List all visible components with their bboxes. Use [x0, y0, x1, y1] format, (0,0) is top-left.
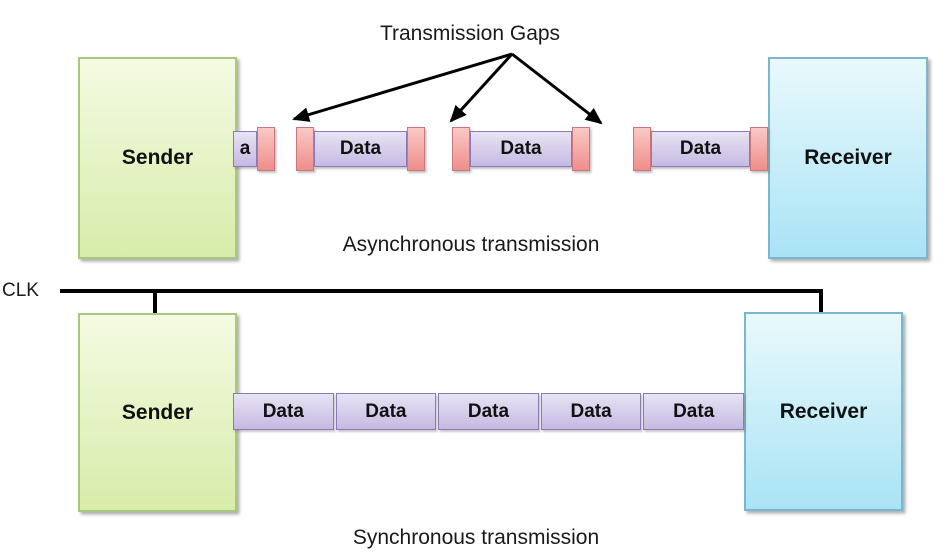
async-packet1-startbit: [296, 127, 314, 171]
sync-data-cell: Data: [438, 393, 539, 430]
transmission-gaps-label: Transmission Gaps: [379, 22, 561, 45]
async-packet-partial-stopbit: [257, 127, 275, 171]
gap-arrow-right: [511, 52, 603, 125]
async-packet3-data: Data: [651, 131, 750, 167]
sync-data-cell: Data: [643, 393, 744, 430]
packet-label: Data: [679, 138, 722, 159]
gap-arrow-middle: [449, 52, 514, 123]
packet-label: Data: [365, 400, 407, 422]
async-packet3-stopbit: [750, 127, 768, 171]
async-packet1-stopbit: [407, 127, 425, 171]
async-sender-box: Sender: [78, 57, 237, 259]
async-packet2-stopbit: [572, 127, 590, 171]
sync-data-cell: Data: [335, 393, 437, 430]
clk-label: CLK: [2, 280, 39, 301]
sync-data-cell: Data: [540, 393, 642, 430]
gap-arrow-left: [292, 52, 513, 122]
async-sender-label: Sender: [121, 146, 194, 169]
async-packet1-data: Data: [314, 131, 407, 167]
async-packet2-startbit: [452, 127, 470, 171]
packet-label: Data: [570, 400, 612, 422]
async-packet-partial-data: a: [233, 131, 257, 167]
packet-label: Data: [500, 138, 542, 159]
packet-label: Data: [673, 400, 715, 422]
sync-sender-label: Sender: [121, 400, 194, 424]
packet-label: a: [239, 138, 251, 159]
async-receiver-box: Receiver: [768, 57, 928, 259]
sync-caption: Synchronous transmission: [352, 526, 600, 549]
async-receiver-label: Receiver: [804, 146, 892, 169]
async-caption: Asynchronous transmission: [342, 233, 600, 256]
clock-tap-receiver: [819, 289, 823, 314]
clock-tap-sender: [153, 289, 157, 314]
async-packet2-data: Data: [470, 131, 572, 167]
sync-sender-box: Sender: [78, 313, 237, 512]
sync-receiver-box: Receiver: [744, 312, 903, 511]
clock-line: [60, 289, 823, 293]
sync-receiver-label: Receiver: [779, 399, 868, 423]
async-packet3-startbit: [633, 127, 651, 171]
packet-label: Data: [339, 138, 382, 159]
packet-label: Data: [467, 400, 510, 422]
sync-data-stream: Data Data Data Data Data: [233, 393, 744, 430]
sync-data-cell: Data: [233, 393, 334, 430]
packet-label: Data: [262, 400, 304, 422]
